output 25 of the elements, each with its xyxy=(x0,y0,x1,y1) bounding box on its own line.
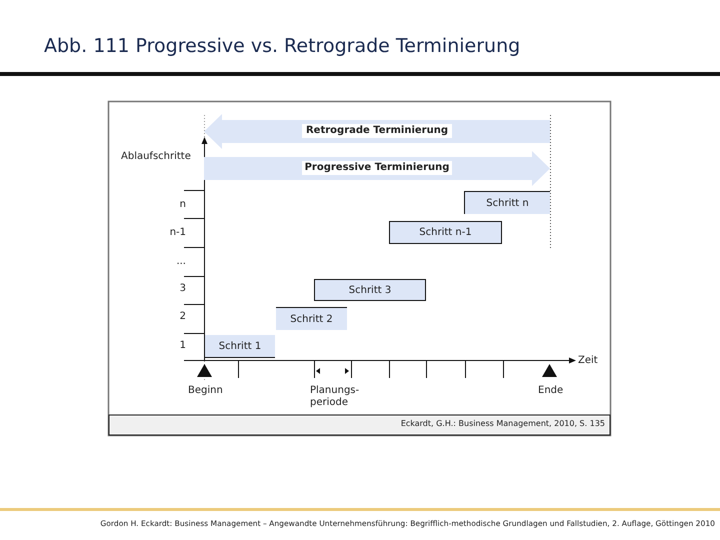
arrow-label: Progressive Terminierung xyxy=(302,161,452,175)
axis-label: Ablaufschritte xyxy=(121,151,191,162)
step-bar xyxy=(464,191,550,214)
title: Abb. 111 Progressive vs. Retrograde Terminierung xyxy=(44,35,520,57)
source-note: Eckardt, G.H.: Business Management, 2010, S. 135 xyxy=(400,419,605,428)
step-bar xyxy=(389,221,502,244)
step-bar xyxy=(314,279,426,301)
axis-label: Zeit xyxy=(578,355,598,366)
row-label: 2 xyxy=(180,311,186,322)
step-label: Schritt n-1 xyxy=(419,227,472,238)
step-label: Schritt n xyxy=(486,198,529,208)
step-label: Schritt 1 xyxy=(218,340,262,352)
row-label: n xyxy=(180,199,186,210)
arrow-label: Retrograde Terminierung xyxy=(302,124,452,138)
step-label: Schritt 3 xyxy=(348,284,392,296)
row-label: n-1 xyxy=(170,227,186,238)
row-label: 3 xyxy=(180,283,186,294)
time-label: Beginn xyxy=(188,385,223,396)
row-label: ... xyxy=(176,256,186,267)
step-bar xyxy=(276,307,347,330)
time-label: Ende xyxy=(538,385,564,396)
time-label: Planungs- periode xyxy=(310,385,360,409)
row-label: 1 xyxy=(180,340,186,351)
step-label: Schritt 2 xyxy=(290,314,333,324)
step-bar xyxy=(205,335,275,358)
